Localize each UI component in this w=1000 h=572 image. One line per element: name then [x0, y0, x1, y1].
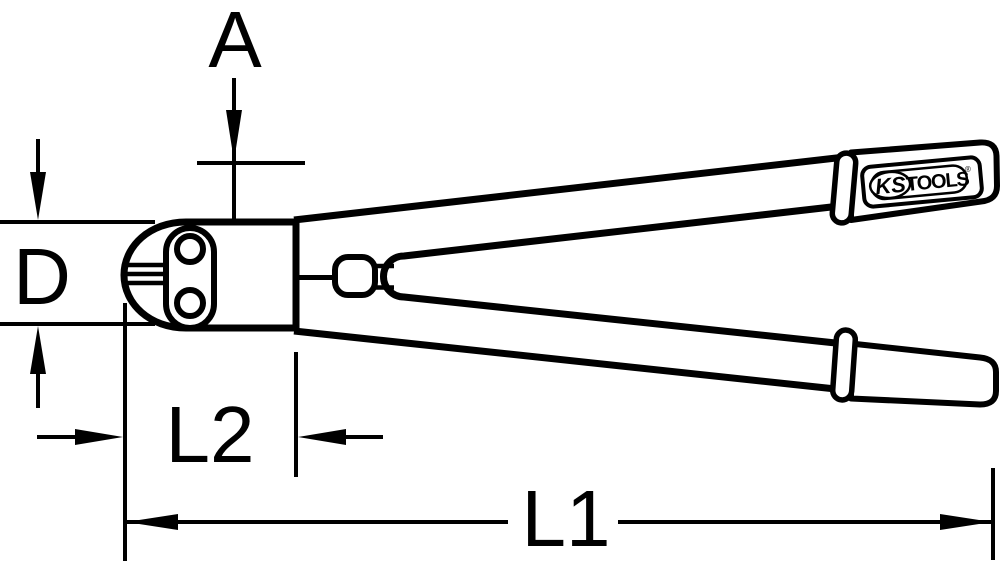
dim-l1-arrow-right-icon [940, 514, 992, 530]
lower-ferrule-ring [829, 327, 859, 403]
dim-d-arrow-up-icon [30, 326, 46, 374]
lower-ferrule [829, 327, 859, 403]
pivot-bolt-bottom [174, 287, 206, 319]
dim-l2-arrow-right-icon [75, 429, 123, 445]
dim-l1-arrow-left-icon [126, 514, 178, 530]
dim-a-label: A [208, 0, 262, 84]
ks-tools-logo: KS TOOLS ® [860, 155, 984, 209]
bolt-cutter-body: KS TOOLS ® [120, 139, 1000, 408]
dim-l1-label: L1 [522, 474, 611, 563]
upper-arm-top-edge [293, 153, 846, 224]
blade-edge-lines [127, 262, 166, 286]
dim-a-arrow-down-icon [226, 110, 242, 161]
dim-d-label: D [13, 232, 71, 321]
dimension-annotations [0, 78, 995, 561]
dim-d-arrow-down-icon [30, 172, 46, 220]
upper-ferrule-ring [829, 150, 859, 226]
dim-l2-label: L2 [166, 390, 255, 479]
adjuster-bolt [332, 254, 378, 298]
arm-fork-edges [380, 202, 846, 348]
upper-ferrule [829, 150, 859, 226]
pivot-bolt-top [174, 233, 206, 265]
lower-handle-grip [848, 340, 999, 408]
dim-l2-arrow-left-icon [298, 429, 346, 445]
logo-ks-text: KS [874, 172, 907, 200]
logo-registered-mark: ® [965, 164, 972, 174]
lower-arm-bottom-edge [293, 327, 846, 394]
